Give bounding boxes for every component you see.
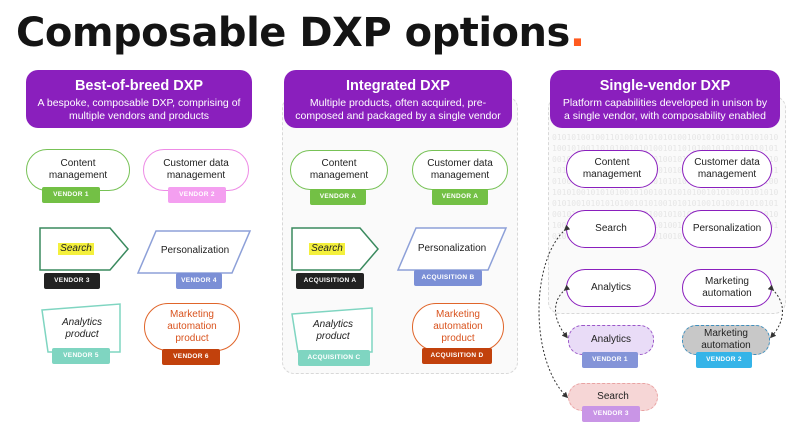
column-header-single-vendor: Single-vendor DXP Platform capabilities … (550, 70, 780, 128)
connector-arrow (767, 284, 783, 339)
vendor-tag: VENDOR 1 (42, 187, 100, 203)
personalization-shape (136, 230, 252, 274)
column-description: multiple vendors and products (68, 110, 210, 122)
vendor-tag: ACQUISITION C (298, 350, 370, 366)
column-description: composed and packaged by a single vendor (295, 110, 501, 122)
column-description: a single vendor, with composability enab… (564, 110, 766, 122)
column-description: Multiple products, often acquired, pre- (309, 97, 487, 109)
vendor-tag: VENDOR 3 (44, 273, 100, 289)
vendor-tag: VENDOR 4 (176, 273, 222, 289)
vendor-tag: VENDOR 2 (696, 352, 752, 368)
vendor-tag: VENDOR A (310, 189, 366, 205)
column-title: Best-of-breed DXP (74, 78, 204, 94)
analytics-shape (41, 303, 121, 353)
analytics-shape (291, 307, 373, 353)
vendor-tag: VENDOR 6 (162, 349, 220, 365)
vendor-tag: ACQUISITION B (414, 270, 482, 286)
column-title: Single-vendor DXP (599, 78, 731, 94)
page-title: Composable DXP options. (16, 10, 585, 56)
column-description: Platform capabilities developed in uniso… (562, 97, 768, 109)
vendor-tag: ACQUISITION A (296, 273, 364, 289)
personalization-shape (396, 227, 508, 271)
node-personalization: Personalization (160, 245, 230, 256)
vendor-tag: VENDOR 2 (168, 187, 226, 203)
vendor-tag: VENDOR 3 (582, 406, 640, 422)
column-header-integrated: Integrated DXP Multiple products, often … (284, 70, 512, 128)
vendor-tag: VENDOR A (432, 189, 488, 205)
column-title: Integrated DXP (346, 78, 450, 94)
node-search: Search (309, 243, 345, 255)
vendor-tag: ACQUISITION D (422, 348, 492, 364)
connector-arrow (555, 284, 571, 339)
node-search: Search (58, 243, 94, 255)
vendor-tag: VENDOR 1 (582, 352, 638, 368)
column-description: A bespoke, composable DXP, comprising of (37, 97, 241, 109)
column-header-best-of-breed: Best-of-breed DXP A bespoke, composable … (26, 70, 252, 128)
vendor-tag: VENDOR 5 (52, 348, 110, 364)
connector-arrow (538, 224, 571, 399)
node-personalization: Personalization (682, 210, 772, 248)
node-personalization: Personalization (417, 243, 487, 254)
node-external-analytics: Analytics (568, 325, 654, 355)
